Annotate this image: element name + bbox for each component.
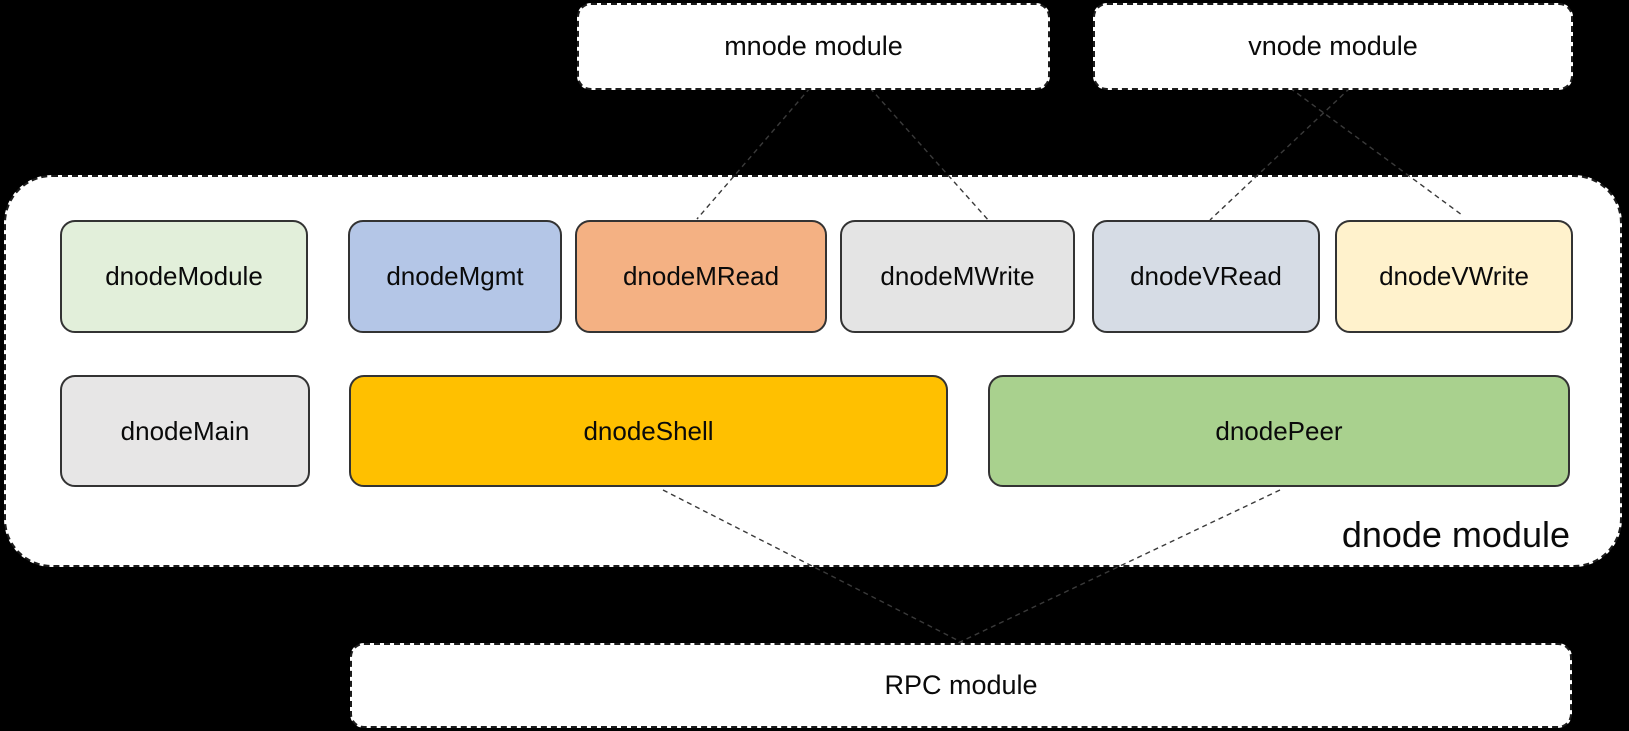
dnodeMWrite-box: dnodeMWrite bbox=[840, 220, 1075, 333]
vnode-module-label: vnode module bbox=[1248, 31, 1418, 61]
dnodeVWrite-box: dnodeVWrite bbox=[1335, 220, 1573, 333]
dnodeMRead-box: dnodeMRead bbox=[575, 220, 827, 333]
dnode-module-label: dnode module bbox=[1341, 514, 1570, 555]
dnodeModule-box: dnodeModule bbox=[60, 220, 308, 333]
line-vnode-to-dnodeVWrite bbox=[1289, 87, 1463, 216]
mnode-module-box: mnode module bbox=[577, 3, 1050, 90]
dnodeMain-label: dnodeMain bbox=[120, 415, 250, 446]
rpc-module-label: RPC module bbox=[884, 670, 1038, 700]
dnodeModule-label: dnodeModule bbox=[105, 261, 263, 291]
dnodeMgmt-box: dnodeMgmt bbox=[348, 220, 562, 333]
dnodeShell-box: dnodeShell bbox=[349, 375, 948, 487]
line-dnodeShell-to-rpc bbox=[662, 489, 964, 644]
dnodeMgmt-label: dnodeMgmt bbox=[386, 261, 524, 291]
rpc-module-box: RPC module bbox=[350, 643, 1572, 728]
dnodeShell-label: dnodeShell bbox=[583, 415, 714, 446]
line-vnode-to-dnodeVRead bbox=[1209, 87, 1351, 221]
dnodeMWrite-label: dnodeMWrite bbox=[880, 261, 1035, 291]
dnodeMain-box: dnodeMain bbox=[60, 375, 310, 487]
line-mnode-to-dnodeMWrite bbox=[869, 87, 991, 223]
dnodeVRead-box: dnodeVRead bbox=[1092, 220, 1320, 333]
dnodePeer-box: dnodePeer bbox=[988, 375, 1570, 487]
dnodeVWrite-label: dnodeVWrite bbox=[1379, 261, 1529, 291]
line-dnodePeer-to-rpc bbox=[957, 489, 1281, 644]
vnode-module-box: vnode module bbox=[1093, 3, 1573, 90]
dnodePeer-label: dnodePeer bbox=[1215, 415, 1343, 446]
dnodeMRead-label: dnodeMRead bbox=[622, 261, 780, 291]
mnode-module-label: mnode module bbox=[724, 31, 903, 61]
line-mnode-to-dnodeMRead bbox=[696, 87, 811, 220]
dnodeVRead-label: dnodeVRead bbox=[1130, 261, 1282, 291]
